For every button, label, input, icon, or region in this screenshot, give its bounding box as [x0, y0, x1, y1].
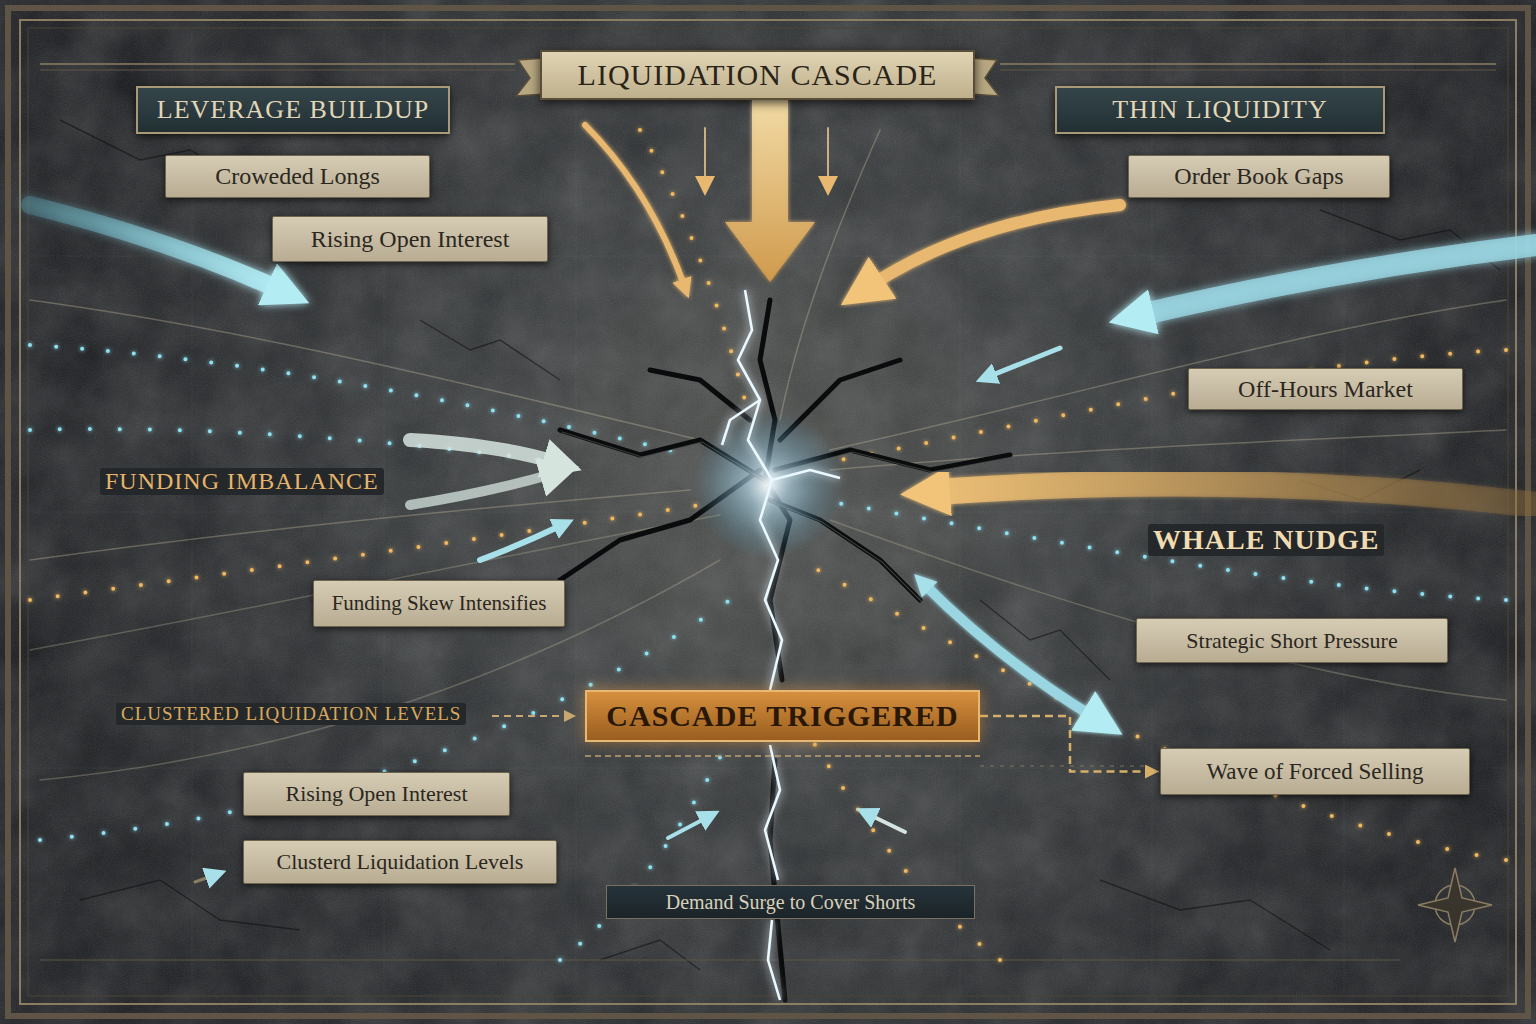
node-text: CASCADE TRIGGERED [606, 699, 958, 733]
header-box: THIN LIQUIDITY [1055, 86, 1385, 134]
surface-cracks [600, 940, 700, 970]
lightning [738, 290, 782, 690]
central-fracture [560, 300, 1012, 1000]
node-text: Rising Open Interest [285, 781, 467, 807]
surface-cracks [80, 880, 300, 930]
force-arrows [30, 205, 280, 290]
node-text: Clusterd Liquidation Levels [277, 849, 524, 875]
flow-lines [830, 300, 1506, 450]
flow-lines [830, 430, 1506, 470]
flow-lines [640, 130, 750, 420]
flow-lines [780, 130, 880, 420]
compass-rose [1418, 868, 1492, 942]
leader-lines [980, 765, 1150, 767]
surface-cracks [1100, 880, 1330, 950]
surface-cracks [980, 600, 1110, 680]
stage-label: WHALE NUDGE [1148, 524, 1384, 556]
grid-lines [30, 30, 1506, 994]
node-text: Funding Skew Intensifies [332, 591, 547, 616]
force-arrows [725, 100, 815, 282]
force-arrows [195, 876, 212, 882]
force-arrows [480, 526, 560, 560]
frame [8, 8, 1528, 1016]
factor-box: Rising Open Interest [243, 772, 510, 816]
flow-connector [980, 716, 1159, 772]
central-fracture [650, 370, 750, 420]
central-fracture [560, 300, 1010, 1000]
banner-tails [516, 58, 999, 96]
factor-box: Off-Hours Market [1188, 368, 1463, 410]
leader-lines [492, 715, 576, 717]
node-text: THIN LIQUIDITY [1112, 95, 1327, 125]
header-box: LEVERAGE BUILDUP [136, 86, 450, 134]
factor-box: Strategic Short Pressure [1136, 618, 1448, 663]
factor-box: Clusterd Liquidation Levels [243, 840, 557, 884]
outcome-box: Wave of Forced Selling [1160, 748, 1470, 795]
factor-box: Rising Open Interest [272, 216, 548, 262]
factor-box: Order Book Gaps [1128, 155, 1390, 198]
lightning [768, 920, 780, 1000]
surface-cracks [420, 320, 560, 380]
lightning [722, 400, 760, 445]
force-arrows [668, 818, 706, 838]
frame [28, 28, 1508, 996]
flow-lines [30, 515, 720, 650]
leader-lines [585, 755, 980, 757]
node-text: Demand Surge to Cover Shorts [666, 891, 916, 914]
node-text: Order Book Gaps [1174, 163, 1343, 190]
lightning [765, 745, 780, 880]
title-banner: LIQUIDATION CASCADE [540, 50, 975, 100]
node-text: Rising Open Interest [311, 226, 510, 253]
flow-lines [840, 350, 1506, 460]
frame [40, 960, 1400, 961]
flow-lines [30, 429, 580, 465]
flow-lines [30, 300, 700, 440]
node-text: LEVERAGE BUILDUP [157, 95, 429, 125]
trigger-box: CASCADE TRIGGERED [585, 690, 980, 742]
frame [8, 8, 1528, 1016]
flow-lines [30, 490, 690, 560]
compass-rose [1418, 868, 1492, 942]
force-arrows [870, 815, 905, 832]
stage-label: FUNDING IMBALANCE [100, 468, 384, 495]
force-arrows [410, 474, 552, 505]
force-arrows [990, 348, 1060, 376]
outcome-box: Demand Surge to Cover Shorts [606, 885, 975, 919]
node-text: Strategic Short Pressure [1186, 628, 1397, 654]
force-arrows [410, 440, 555, 462]
force-arrows [827, 128, 829, 182]
force-arrows [1140, 245, 1536, 315]
flow-lines [830, 520, 1506, 700]
node-text: Croweded Longs [215, 163, 380, 190]
factor-box: Croweded Longs [165, 155, 430, 198]
frame [20, 20, 1516, 1004]
node-text: Off-Hours Market [1238, 376, 1413, 403]
factor-box: Funding Skew Intensifies [313, 580, 565, 627]
lightning [772, 470, 840, 480]
stage-label: CLUSTERED LIQUIDATION LEVELS [116, 703, 466, 725]
force-arrows [870, 205, 1120, 286]
node-text: Wave of Forced Selling [1206, 759, 1423, 785]
force-arrows [704, 128, 706, 182]
force-arrows [30, 100, 1536, 882]
title-text: LIQUIDATION CASCADE [578, 58, 938, 92]
grid-lines [30, 256, 1506, 768]
force-arrows [935, 484, 1536, 505]
force-arrows [585, 125, 684, 285]
